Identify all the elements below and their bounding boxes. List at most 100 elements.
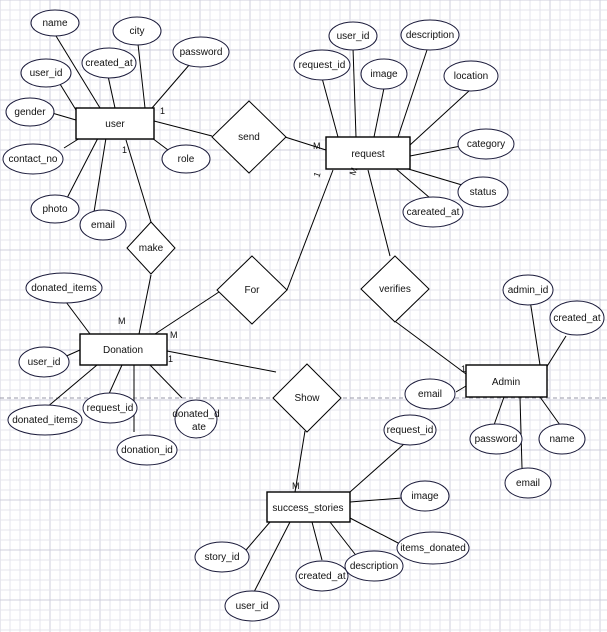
connector-line xyxy=(329,521,359,559)
connector-line xyxy=(455,385,467,393)
attribute-ellipse xyxy=(504,467,552,499)
attribute-admin-created-at[interactable]: created_at xyxy=(549,300,605,336)
attribute-ellipse xyxy=(469,423,523,455)
connector-line xyxy=(409,144,467,157)
relationship-make[interactable]: make xyxy=(126,221,176,275)
attribute-donation-donated-items[interactable]: donated_items xyxy=(25,272,103,304)
attribute-ellipse xyxy=(161,144,211,174)
entity-request-label: request xyxy=(351,149,385,160)
connector-line xyxy=(154,289,223,335)
attribute-label: description xyxy=(406,30,454,41)
attribute-user-city[interactable]: city xyxy=(112,16,162,46)
relationship-for[interactable]: For xyxy=(216,255,288,325)
attribute-success-stories-image[interactable]: image xyxy=(400,480,450,512)
cardinality-success-stories-show: M xyxy=(292,481,300,491)
attribute-success-stories-items-donated[interactable]: items_donated xyxy=(396,531,470,565)
attribute-admin-email[interactable]: email xyxy=(404,378,456,410)
attribute-admin-email-2[interactable]: email xyxy=(504,467,552,499)
connector-line xyxy=(137,43,146,109)
attribute-user-role[interactable]: role xyxy=(161,144,211,174)
attribute-ellipse xyxy=(82,392,138,424)
connector-line xyxy=(311,521,323,561)
attribute-label: gender xyxy=(14,107,46,118)
attribute-ellipse xyxy=(116,434,178,466)
cardinality-labels: 1 M 1 M 1 M M M 1 1 M xyxy=(118,106,466,491)
attribute-ellipse xyxy=(30,9,80,37)
relationship-send-label: send xyxy=(238,132,260,143)
attribute-user-created-at[interactable]: created_at xyxy=(81,47,137,79)
attribute-donation-donated-items-2[interactable]: donated_items xyxy=(7,404,83,436)
entity-request[interactable]: request xyxy=(325,136,411,170)
connector-line xyxy=(397,49,428,138)
attribute-request-status[interactable]: status xyxy=(457,176,509,208)
attribute-ellipse xyxy=(400,19,460,51)
connector-line xyxy=(45,364,98,409)
attribute-user-contact-no[interactable]: contact_no xyxy=(2,143,64,175)
entity-admin[interactable]: Admin xyxy=(465,364,548,398)
entity-user-label: user xyxy=(105,119,125,130)
attribute-label: ate xyxy=(192,422,206,433)
attribute-donation-user-id[interactable]: user_id xyxy=(18,346,70,378)
attribute-user-email[interactable]: email xyxy=(79,209,127,241)
connector-line xyxy=(349,517,401,545)
entity-success-stories[interactable]: success_stories xyxy=(266,491,351,523)
connector-line xyxy=(253,521,291,593)
attribute-request-request-id[interactable]: request_id xyxy=(293,49,351,81)
attribute-label: name xyxy=(549,434,574,445)
entity-user[interactable]: user xyxy=(75,107,155,140)
attribute-label: image xyxy=(411,491,439,502)
attribute-request-careated-at[interactable]: careated_at xyxy=(402,196,464,228)
attribute-request-description[interactable]: description xyxy=(400,19,460,51)
attribute-label: role xyxy=(178,154,195,165)
attribute-user-photo[interactable]: photo xyxy=(30,194,80,224)
attribute-request-location[interactable]: location xyxy=(443,60,499,92)
attribute-success-stories-description[interactable]: description xyxy=(344,550,404,582)
connector-line xyxy=(395,321,467,375)
attribute-donation-donation-id[interactable]: donation_id xyxy=(116,434,178,466)
attribute-success-stories-story-id[interactable]: story_id xyxy=(194,541,250,573)
connector-line xyxy=(151,137,169,151)
relationship-make-label: make xyxy=(139,243,164,254)
attribute-label: image xyxy=(370,69,398,80)
entity-donation[interactable]: Donation xyxy=(79,333,168,366)
attribute-admin-name[interactable]: name xyxy=(538,423,586,455)
attribute-ellipse xyxy=(538,423,586,455)
connector-line xyxy=(166,350,277,373)
attribute-admin-admin-id[interactable]: admin_id xyxy=(502,274,554,306)
relationship-verifies-label: verifies xyxy=(379,284,411,295)
attribute-user-gender[interactable]: gender xyxy=(5,97,55,127)
attribute-success-stories-created-at[interactable]: created_at xyxy=(295,560,349,592)
attribute-admin-password[interactable]: password xyxy=(469,423,523,455)
attribute-user-password[interactable]: password xyxy=(172,36,230,68)
attribute-ellipse xyxy=(30,194,80,224)
attribute-user-user-id[interactable]: user_id xyxy=(20,58,72,88)
attribute-label: email xyxy=(516,478,540,489)
connector-line xyxy=(55,35,101,109)
relationship-for-label: For xyxy=(245,285,261,296)
cardinality-request-verifies: M xyxy=(347,166,359,176)
connector-line xyxy=(394,167,431,199)
relationship-send[interactable]: send xyxy=(211,100,287,174)
cardinality-user-make: 1 xyxy=(122,145,127,155)
cardinality-donation-show: 1 xyxy=(168,354,173,364)
attribute-success-stories-request-id[interactable]: request_id xyxy=(383,414,437,446)
attribute-request-image[interactable]: image xyxy=(360,58,408,90)
attribute-request-category[interactable]: category xyxy=(457,128,515,160)
connector-line xyxy=(404,167,463,186)
connector-line xyxy=(294,430,306,493)
attribute-ellipse xyxy=(79,209,127,241)
attribute-label: story_id xyxy=(204,552,239,563)
attribute-label: password xyxy=(475,434,518,445)
attribute-ellipse xyxy=(328,21,378,51)
attribute-ellipse xyxy=(400,480,450,512)
attribute-request-user-id[interactable]: user_id xyxy=(328,21,378,51)
attribute-ellipse xyxy=(457,128,515,160)
relationship-verifies[interactable]: verifies xyxy=(360,255,430,323)
attribute-success-stories-user-id[interactable]: user_id xyxy=(224,590,280,622)
relationship-show[interactable]: Show xyxy=(272,363,342,433)
connector-line xyxy=(153,120,213,137)
attribute-donation-request-id[interactable]: request_id xyxy=(82,392,138,424)
attribute-user-name[interactable]: name xyxy=(30,9,80,37)
